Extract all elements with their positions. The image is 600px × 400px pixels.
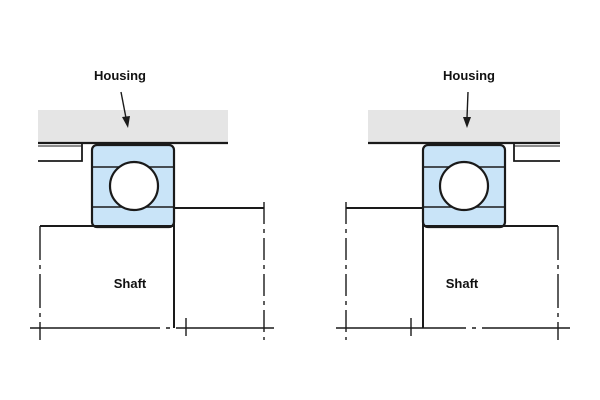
bearing xyxy=(421,143,507,229)
housing-label: Housing xyxy=(94,68,146,83)
housing-block xyxy=(368,110,560,143)
housing-block xyxy=(38,110,228,143)
housing-label: Housing xyxy=(443,68,495,83)
housing-arrow xyxy=(120,91,130,128)
shaft xyxy=(336,202,570,340)
housing-shoulder xyxy=(38,144,83,162)
panel-right: Housing Shaft xyxy=(336,68,570,340)
bearing-ball xyxy=(438,160,490,212)
housing-shoulder xyxy=(513,144,560,162)
bearing-ball xyxy=(108,160,160,212)
bearing xyxy=(90,143,176,229)
panel-left: Housing Shaft xyxy=(30,68,274,340)
housing-arrow xyxy=(463,91,471,128)
shaft xyxy=(30,202,274,340)
shaft-label: Shaft xyxy=(446,276,479,291)
shaft-label: Shaft xyxy=(114,276,147,291)
